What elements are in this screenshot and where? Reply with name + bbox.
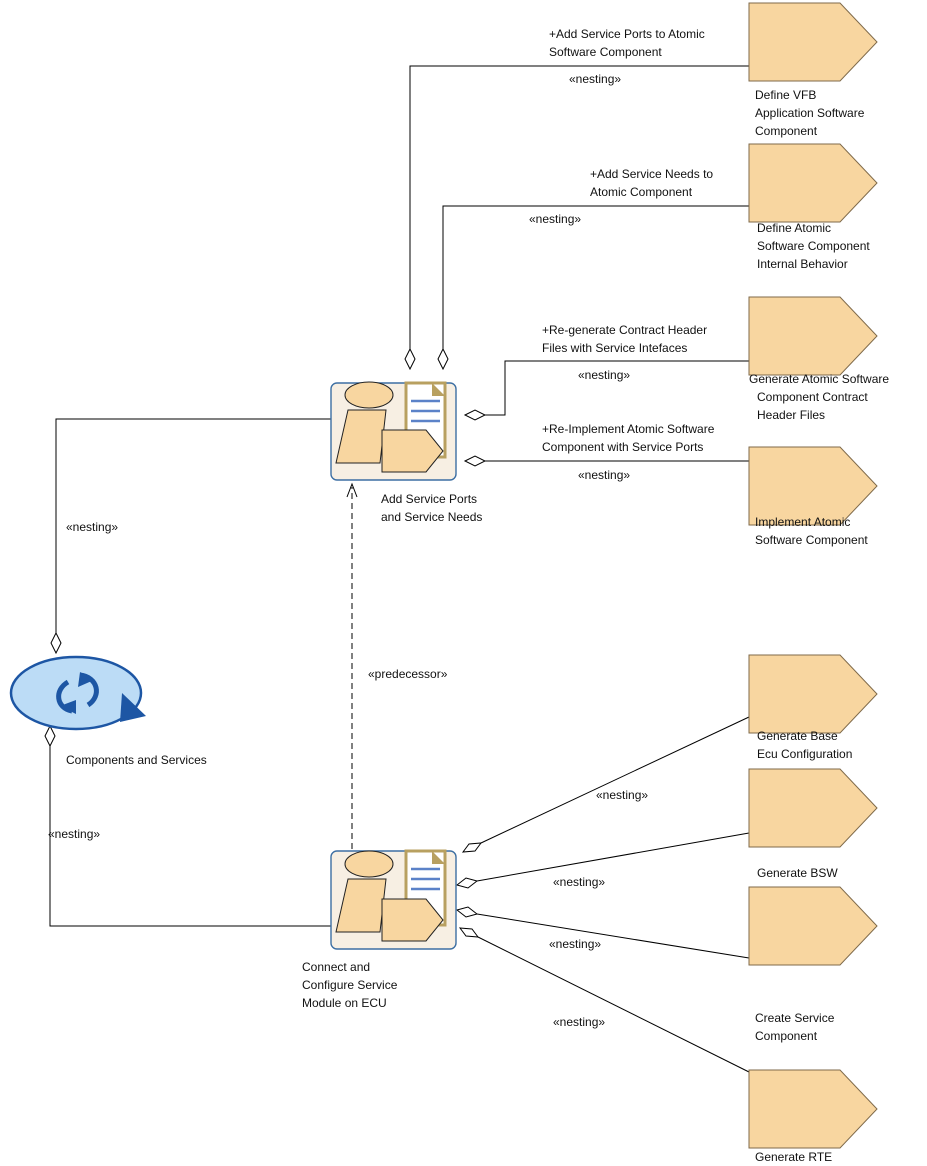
- nesting-link-phase-connect[interactable]: [49, 746, 331, 927]
- aggregation-diamond: [458, 927, 480, 938]
- nesting-label: «nesting»: [48, 827, 100, 841]
- aggregation-diamond: [461, 842, 483, 853]
- aggregation-diamond: [44, 724, 56, 748]
- role-label: +Re-generate Contract Header: [542, 323, 707, 337]
- role-label: Software Component: [549, 45, 662, 59]
- nesting-label: «nesting»: [529, 212, 581, 226]
- nesting-label: «nesting»: [578, 368, 630, 382]
- task-icon: [748, 886, 878, 966]
- task-icon: [748, 296, 878, 376]
- aggregation-diamond: [404, 347, 416, 371]
- task-label: Create Service: [755, 1011, 835, 1025]
- activity-label: Module on ECU: [302, 996, 387, 1010]
- task-label: Application Software: [755, 106, 865, 120]
- task-create-service[interactable]: Create Service Component: [748, 886, 878, 1043]
- aggregation-diamond: [437, 347, 449, 371]
- task-label: Define Atomic: [757, 221, 831, 235]
- activity-icon: [330, 849, 457, 950]
- nesting-label: «nesting»: [553, 875, 605, 889]
- role-label: Component with Service Ports: [542, 440, 703, 454]
- role-label: +Add Service Ports to Atomic: [549, 27, 705, 41]
- task-label: Internal Behavior: [757, 257, 848, 271]
- activity-add-service-ports[interactable]: Add Service Ports and Service Needs: [330, 381, 482, 524]
- nesting-link-define-behavior[interactable]: [442, 205, 749, 349]
- aggregation-diamond: [455, 877, 479, 889]
- connector-labels: +Add Service Ports to Atomic Software Co…: [48, 27, 715, 1029]
- nesting-link-phase-add-ports[interactable]: [55, 418, 331, 633]
- task-label: Generate Base: [757, 729, 838, 743]
- task-define-behavior[interactable]: Define Atomic Software Component Interna…: [748, 143, 878, 271]
- task-label: Header Files: [757, 408, 825, 422]
- nesting-label: «nesting»: [578, 468, 630, 482]
- nesting-label: «nesting»: [553, 1015, 605, 1029]
- activity-label: and Service Needs: [381, 510, 482, 524]
- task-gen-contract[interactable]: Generate Atomic Software Component Contr…: [748, 296, 889, 422]
- aggregation-diamond: [50, 631, 62, 655]
- task-label: Implement Atomic: [755, 515, 850, 529]
- task-label: Component Contract: [757, 390, 868, 404]
- predecessor-arrowhead: [346, 482, 358, 498]
- nesting-link-create-service[interactable]: [476, 913, 750, 959]
- role-label: +Re-Implement Atomic Software: [542, 422, 715, 436]
- phase-components-and-services[interactable]: Components and Services: [9, 655, 207, 767]
- role-label: +Add Service Needs to: [590, 167, 713, 181]
- task-icon: [748, 654, 878, 734]
- task-icon: [748, 2, 878, 82]
- nesting-link-define-vfb[interactable]: [409, 65, 749, 349]
- task-define-vfb[interactable]: Define VFB Application Software Componen…: [748, 2, 878, 138]
- aggregation-diamond: [463, 409, 487, 421]
- task-label: Component: [755, 124, 818, 138]
- task-label: Define VFB: [755, 88, 816, 102]
- task-label: Software Component: [757, 239, 870, 253]
- task-label: Generate RTE: [755, 1150, 832, 1164]
- task-icon: [748, 768, 878, 848]
- nesting-link-gen-contract[interactable]: [485, 360, 749, 416]
- nesting-link-gen-bsw[interactable]: [476, 832, 750, 882]
- task-icon: [748, 1069, 878, 1149]
- role-label: Atomic Component: [590, 185, 693, 199]
- task-label: Software Component: [755, 533, 868, 547]
- aggregation-diamond: [455, 906, 479, 918]
- task-gen-ecu[interactable]: Generate Base Ecu Configuration: [748, 654, 878, 761]
- task-label: Component: [755, 1029, 818, 1043]
- task-icon: [748, 143, 878, 223]
- task-gen-bsw[interactable]: Generate BSW Source Code: [748, 768, 878, 898]
- nesting-link-gen-ecu[interactable]: [480, 716, 750, 844]
- task-icon: [748, 446, 878, 526]
- activity-label: Configure Service: [302, 978, 398, 992]
- nesting-label: «nesting»: [569, 72, 621, 86]
- task-label: Generate Atomic Software: [749, 372, 889, 386]
- activity-icon: [330, 381, 457, 481]
- activity-label: Add Service Ports: [381, 492, 477, 506]
- aggregation-diamond: [463, 455, 487, 467]
- task-implement[interactable]: Implement Atomic Software Component: [748, 446, 878, 547]
- predecessor-label: «predecessor»: [368, 667, 448, 681]
- task-label: Ecu Configuration: [757, 747, 852, 761]
- nesting-label: «nesting»: [596, 788, 648, 802]
- nesting-label: «nesting»: [66, 520, 118, 534]
- connectors: [44, 65, 750, 1073]
- phase-label: Components and Services: [66, 753, 207, 767]
- task-gen-rte[interactable]: Generate RTE: [748, 1069, 878, 1164]
- activity-connect-configure[interactable]: Connect and Configure Service Module on …: [302, 849, 457, 1010]
- nesting-label: «nesting»: [549, 937, 601, 951]
- role-label: Files with Service Intefaces: [542, 341, 687, 355]
- nesting-link-gen-rte[interactable]: [477, 936, 750, 1073]
- cycle-arrows-icon: [9, 655, 146, 731]
- task-label: Generate BSW: [757, 866, 838, 880]
- activity-label: Connect and: [302, 960, 370, 974]
